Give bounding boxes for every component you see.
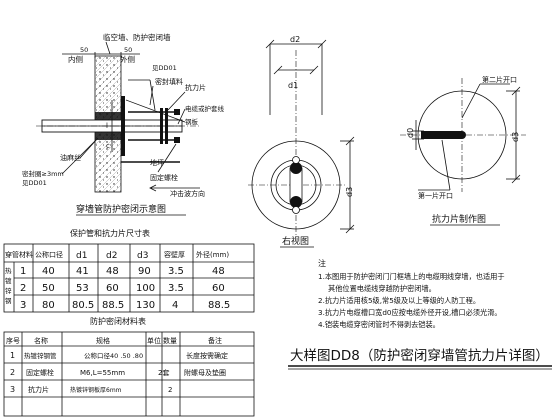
material-table: 防护密闭材料表 序号 名称 规格 单位 数量 备注 1 热镀锌钢管 公称口径40… — [3, 316, 255, 417]
mat-header-remark: 备注 — [208, 336, 222, 345]
fixing-bolt-label: 固定螺栓 — [150, 173, 178, 182]
plate-view: 第二片开口 d0 第一片开口 d3 抗力片制作图 — [400, 75, 526, 226]
size-r3-c3: 88.5 — [102, 300, 124, 311]
size-r2-c1: 50 — [42, 283, 55, 294]
mat-r1-c1: 热镀锌钢管 — [24, 351, 57, 360]
antileak-plate-2 — [165, 108, 168, 144]
outer-side-label: 外侧 — [120, 54, 135, 64]
ref-dd01: 见DD01 — [152, 64, 177, 72]
mat-header-unit: 单位 — [147, 336, 161, 345]
mat-r1-c0: 1 — [10, 351, 15, 360]
dim-d1: d1 — [288, 81, 298, 90]
mat-r2-c4: 2套 — [158, 368, 169, 377]
mat-r3-c4: 2 — [168, 386, 172, 394]
mat-r2-c1: 固定螺栓 — [26, 368, 54, 377]
size-header-od: 外径(mm) — [196, 250, 229, 259]
dim-d0: d0 — [406, 128, 415, 138]
size-header-nominal: 公称口径 — [35, 250, 63, 259]
size-r2-c0: 2 — [20, 283, 26, 294]
plate-slot — [421, 131, 462, 139]
antileak-plate-1 — [160, 108, 163, 144]
size-r2-c2: 53 — [76, 283, 89, 294]
size-r3-c0: 3 — [20, 300, 26, 311]
mat-header-no: 序号 — [6, 336, 20, 345]
mat-header-qty: 数量 — [163, 336, 177, 345]
plate-view-title: 抗力片制作图 — [432, 213, 486, 225]
size-r2-c4: 100 — [136, 283, 155, 294]
oil-hemp-label: 油麻丝 — [60, 153, 81, 162]
material-table-title: 防护密闭材料表 — [90, 316, 146, 326]
conduit-label: 电缆或护套线 — [185, 104, 225, 113]
seal-ring-label: 密封圈≥3mm — [22, 169, 64, 178]
size-r2-c6: 60 — [212, 283, 225, 294]
mat-header-spec: 规格 — [96, 336, 110, 345]
note-line-3: 2.抗力片适用核5级,常5级及以上等级的人防工程。 — [318, 296, 480, 305]
plate-dim-d3: d3 — [511, 132, 520, 142]
size-r1-c1: 40 — [42, 266, 55, 277]
dim-d2: d2 — [290, 35, 300, 44]
size-r3-c2: 80.5 — [72, 300, 94, 311]
mat-r3-c0: 3 — [10, 385, 15, 394]
steel-plate — [121, 96, 125, 156]
size-r2-c5: 3.5 — [168, 283, 184, 294]
size-r1-c5: 3.5 — [168, 266, 184, 277]
size-r1-c0: 1 — [20, 266, 26, 277]
size-r3-c5: 4 — [172, 300, 178, 311]
wall-label: 临空墙、防护密闭墙 — [103, 32, 171, 42]
notes: 注 1.本图用于防护密闭门门框墙上的电缆明线穿墙，也适用于 其他位置电缆线穿越防… — [318, 258, 505, 329]
section-view: 临空墙、防护密闭墙 内侧 外侧 50 50 见DD01 密封填料 抗力片 电缆或… — [22, 32, 225, 216]
mat-r2-c2: M6,L=55mm — [80, 369, 125, 377]
blast-direction-label: 冲击波方向 — [170, 189, 205, 198]
outer-plate-circle — [251, 140, 341, 230]
ref-dd01-b: 见DD01 — [22, 179, 47, 187]
size-header-material: 穿管材料 — [5, 250, 33, 259]
size-header-d2: d2 — [106, 251, 117, 261]
mat-r2-c0: 2 — [10, 368, 15, 377]
size-r3-c4: 130 — [136, 300, 155, 311]
size-table-title: 保护管和抗力片尺寸表 — [70, 228, 150, 238]
blast-arrow — [149, 184, 200, 192]
note-line-1: 1.本图用于防护密闭门门框墙上的电缆明线穿墙，也适用于 — [318, 272, 505, 281]
main-title: 大样图DD8（防护密闭穿墙管抗力片详图） — [290, 347, 549, 364]
size-header-d1: d1 — [76, 251, 87, 261]
size-r1-c2: 41 — [76, 266, 89, 277]
size-r2-c3: 60 — [106, 283, 119, 294]
size-r3-c1: 80 — [42, 300, 55, 311]
mat-header-name: 名称 — [34, 336, 48, 345]
size-side-label: 热镀锌钢 — [5, 266, 12, 305]
size-header-d3: d3 — [137, 251, 148, 261]
size-r3-c6: 88.5 — [208, 300, 230, 311]
slot1-label: 第一片开口 — [418, 191, 453, 200]
size-table: 保护管和抗力片尺寸表 穿管材料 公称口径 d1 d2 d3 容壁厚 外径(mm)… — [3, 228, 255, 313]
right-view-title: 右视图 — [282, 235, 309, 247]
mat-r2-c5: 附螺母及垫圈 — [184, 368, 226, 377]
slot2-label: 第二片开口 — [482, 75, 517, 84]
antileak-label: 抗力片 — [185, 83, 206, 92]
note-line-4: 3.抗力片电缆槽口宽d0应按电缆外径开设,槽口必须光滑。 — [318, 308, 502, 317]
dim-c: c — [106, 142, 110, 150]
sealant-label: 密封填料 — [155, 77, 183, 86]
mat-r1-c2: 公称口径40 .50 .80 — [84, 351, 143, 360]
dim-l: l — [106, 122, 108, 130]
mat-r3-c2: 热镀锌钢板厚6mm — [70, 386, 122, 394]
mat-r1-c5: 长度按需确定 — [186, 351, 228, 360]
inner-side-label: 内侧 — [68, 54, 83, 64]
size-header-wall: 容壁厚 — [164, 250, 185, 259]
dim-right: 50 — [124, 46, 132, 54]
right-view: d2 d1 d3 右视图 — [248, 35, 355, 248]
note-line-2: 其他位置电缆线穿越防护密闭墙。 — [328, 284, 436, 293]
note-line-5: 4.铠装电缆穿密闭管时不得剥去铠装。 — [318, 320, 440, 329]
dim-left: 50 — [80, 46, 88, 54]
section-view-title: 穿墙管防护密闭示意图 — [76, 203, 166, 215]
size-r1-c6: 48 — [212, 266, 225, 277]
size-r1-c4: 90 — [138, 266, 151, 277]
plate-outer-circle — [417, 90, 507, 180]
mat-r3-c1: 抗力片 — [28, 385, 49, 394]
steel-plate-label: 钢板 — [185, 117, 199, 126]
notes-heading: 注 — [318, 258, 326, 268]
main-title-block: 大样图DD8（防护密闭穿墙管抗力片详图） — [288, 347, 552, 370]
dim-d3: d3 — [345, 187, 354, 197]
size-r1-c3: 48 — [106, 266, 119, 277]
